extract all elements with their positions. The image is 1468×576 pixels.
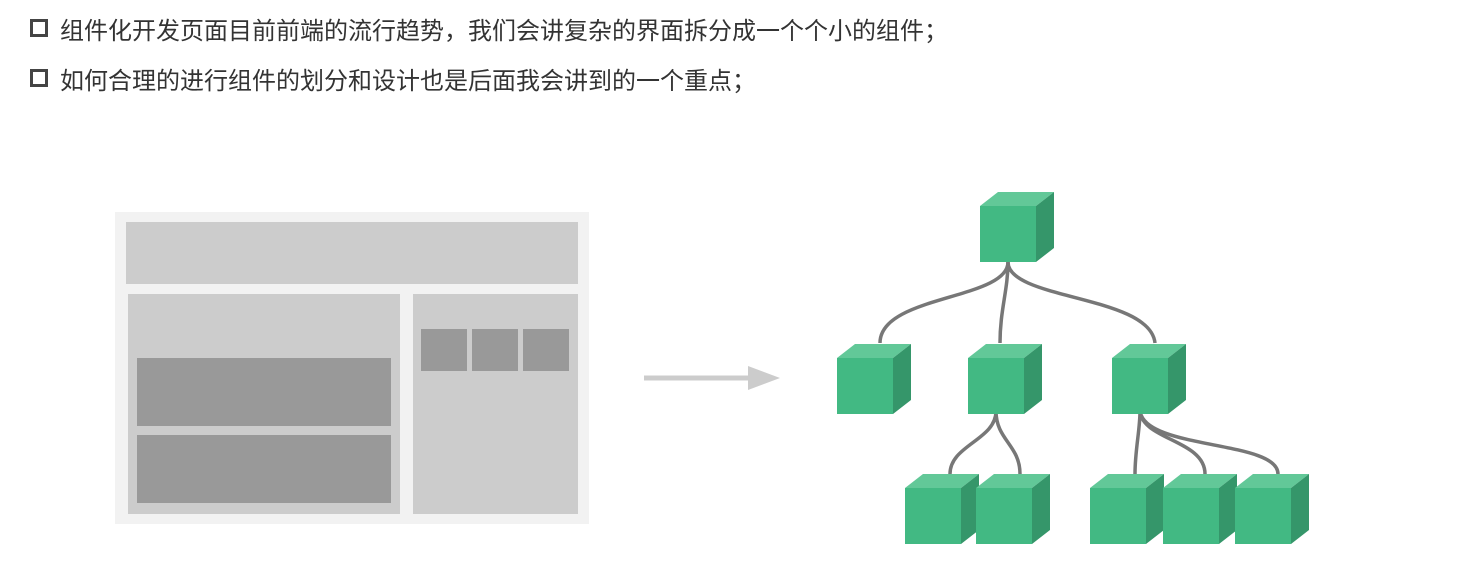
cube-side-face: [1219, 474, 1237, 544]
page-wireframe: [115, 212, 589, 524]
cube-side-face: [1291, 474, 1309, 544]
cube-side-face: [961, 474, 979, 544]
component-cube-icon: [980, 192, 1054, 262]
arrow-head-icon: [748, 366, 780, 390]
cube-top-face: [980, 192, 1054, 206]
cube-side-face: [1036, 192, 1054, 262]
cube-front-face: [1090, 488, 1146, 544]
wireframe-content-block: [137, 435, 391, 503]
cube-side-face: [1168, 344, 1186, 414]
bullet-item: 组件化开发页面目前前端的流行趋势，我们会讲复杂的界面拆分成一个个小的组件；: [30, 10, 948, 46]
component-cube-icon: [968, 344, 1042, 414]
cube-top-face: [976, 474, 1050, 488]
cube-top-face: [1112, 344, 1186, 358]
cube-front-face: [1235, 488, 1291, 544]
connector-line: [1138, 410, 1280, 475]
bullet-list: 组件化开发页面目前前端的流行趋势，我们会讲复杂的界面拆分成一个个小的组件； 如何…: [30, 10, 948, 110]
component-cubes: [837, 192, 1309, 544]
arrow: [644, 366, 780, 390]
cube-top-face: [1090, 474, 1164, 488]
square-bullet-icon: [30, 69, 48, 87]
bullet-text: 如何合理的进行组件的划分和设计也是后面我会讲到的一个重点；: [60, 66, 756, 95]
cube-top-face: [968, 344, 1042, 358]
wireframe-small-block: [523, 329, 569, 371]
component-cube-icon: [837, 344, 911, 414]
bullet-item: 如何合理的进行组件的划分和设计也是后面我会讲到的一个重点；: [30, 60, 948, 96]
cube-top-face: [1163, 474, 1237, 488]
wireframe-content-block: [137, 358, 391, 426]
wireframe-header: [126, 222, 578, 284]
cube-front-face: [976, 488, 1032, 544]
cube-front-face: [980, 206, 1036, 262]
bullet-text: 组件化开发页面目前前端的流行趋势，我们会讲复杂的界面拆分成一个个小的组件；: [60, 16, 948, 45]
square-bullet-icon: [30, 19, 48, 37]
component-cube-icon: [1090, 474, 1164, 544]
cube-top-face: [905, 474, 979, 488]
cube-front-face: [905, 488, 961, 544]
wireframe-small-block: [421, 329, 467, 371]
component-cube-icon: [905, 474, 979, 544]
cube-top-face: [1235, 474, 1309, 488]
component-cube-icon: [1235, 474, 1309, 544]
component-cube-icon: [976, 474, 1050, 544]
cube-side-face: [1024, 344, 1042, 414]
connector-line: [994, 410, 1022, 475]
cube-side-face: [893, 344, 911, 414]
component-cube-icon: [1163, 474, 1237, 544]
cube-side-face: [1146, 474, 1164, 544]
wireframe-small-block: [472, 329, 518, 371]
connector-line: [1006, 261, 1157, 344]
component-cube-icon: [1112, 344, 1186, 414]
connector-line: [1133, 410, 1142, 475]
connector-line: [948, 410, 998, 475]
tree-connectors: [878, 261, 1280, 475]
cube-front-face: [837, 358, 893, 414]
cube-top-face: [837, 344, 911, 358]
cube-side-face: [1032, 474, 1050, 544]
cube-front-face: [1112, 358, 1168, 414]
cube-front-face: [1163, 488, 1219, 544]
wireframe-side-panel: [413, 294, 578, 514]
connector-line: [878, 261, 1010, 344]
cube-front-face: [968, 358, 1024, 414]
connector-line: [998, 261, 1010, 344]
